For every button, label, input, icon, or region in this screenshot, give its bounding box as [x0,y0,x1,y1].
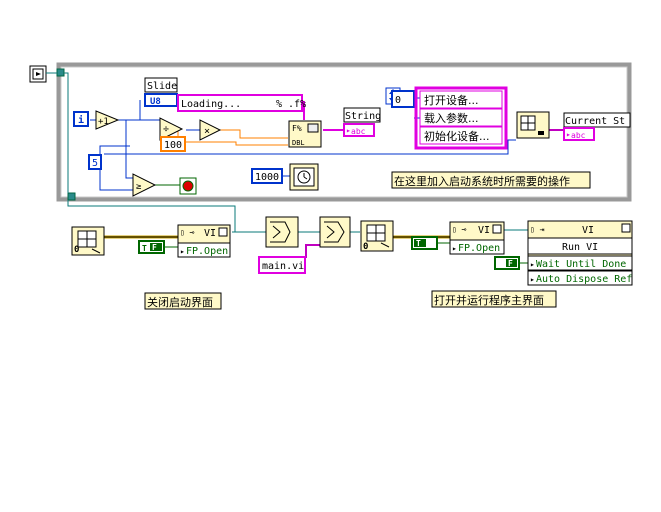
wait-ms-constant[interactable]: 1000 [251,168,283,184]
sequence-frame [56,62,632,202]
svg-text:≥: ≥ [136,182,142,192]
stop-terminal[interactable] [179,177,197,195]
svg-text:abc: abc [351,127,366,136]
increment-node[interactable]: +1 [95,110,120,130]
tunnel-in [56,68,65,77]
build-path-node-1[interactable] [265,216,299,248]
svg-text:U8: U8 [150,97,161,107]
svg-text:×: × [204,126,210,137]
iteration-terminal: i [73,111,89,127]
false-constant[interactable]: T F [138,240,165,254]
svg-text:String: String [345,111,381,122]
svg-text:Current St: Current St [565,116,625,127]
constant-100[interactable]: 100 [160,136,186,152]
svg-text:打开设备...: 打开设备... [424,93,479,107]
true-constant[interactable]: T [411,236,438,250]
svg-text:+1: +1 [98,117,109,127]
svg-text:载入参数...: 载入参数... [424,111,479,125]
loading-string-constant[interactable]: Loading... % .f% [177,94,306,112]
svg-text:VI: VI [478,225,490,236]
run-vi-invoke-node[interactable]: ▯ ⇥ VI Run VI ▸ Wait Until Done ▸ Auto D… [527,220,633,286]
svg-text:% .f%: % .f% [276,99,306,110]
svg-text:÷: ÷ [163,124,169,135]
divide-node[interactable]: ÷ [159,117,184,141]
svg-text:DBL: DBL [292,139,305,147]
svg-text:0: 0 [74,245,79,255]
svg-text:T: T [416,239,421,248]
current-status-indicator: Current St ▸ abc [563,112,631,141]
svg-text:5: 5 [92,158,98,169]
svg-text:F%: F% [292,124,302,133]
svg-text:▸: ▸ [346,126,351,135]
open-vi-ref-icon[interactable]: 0 [360,220,394,252]
slide-control[interactable]: Slide U8 [144,77,178,107]
svg-text:Wait Until Done: Wait Until Done [536,259,626,270]
svg-text:Auto Dispose Ref: Auto Dispose Ref [536,274,632,285]
svg-text:i: i [78,114,84,126]
svg-text:0: 0 [395,95,401,106]
vi-reference-icon[interactable] [29,65,47,83]
svg-text:F: F [152,243,157,252]
svg-text:▸: ▸ [530,275,535,284]
tunnel-out [67,192,76,201]
false-constant-run[interactable]: F [494,256,520,270]
index-array-node[interactable] [516,111,550,139]
open-main-note: 打开并运行程序主界面 [431,290,557,308]
svg-text:Slide: Slide [147,81,177,92]
svg-text:FP.Open: FP.Open [458,243,500,254]
svg-text:▸: ▸ [566,130,571,139]
main-vi-path-constant[interactable]: main.vi [258,256,306,274]
multiply-node[interactable]: × [199,119,222,141]
svg-text:▸: ▸ [530,260,535,269]
svg-text:abc: abc [571,131,586,140]
svg-text:打开并运行程序主界面: 打开并运行程序主界面 [434,293,544,307]
array-constant[interactable]: 0 打开设备... 载入参数... 初始化设备... [385,86,508,150]
svg-text:▯ ⇥: ▯ ⇥ [530,225,545,234]
svg-text:T: T [142,244,147,253]
svg-text:F: F [508,259,513,268]
svg-text:关闭启动界面: 关闭启动界面 [147,295,213,309]
svg-text:0: 0 [363,242,368,252]
svg-text:▸: ▸ [452,244,457,253]
svg-text:main.vi: main.vi [262,261,304,272]
svg-text:Run VI: Run VI [562,242,598,253]
svg-text:▯ ⊸: ▯ ⊸ [180,228,195,237]
close-panel-property-node[interactable]: ▯ ⊸ VI ▸ FP.Open [177,224,231,258]
string-indicator: String ▸ abc [343,107,381,137]
svg-text:VI: VI [204,228,216,239]
svg-text:FP.Open: FP.Open [186,246,228,257]
svg-text:Loading...: Loading... [181,99,241,110]
boot-note: 在这里加入启动系统时所需要的操作 [391,171,591,189]
svg-text:▯ ⊸: ▯ ⊸ [452,225,467,234]
build-path-node-2[interactable] [319,216,351,248]
svg-text:1000: 1000 [255,172,279,183]
svg-text:▸: ▸ [180,247,185,256]
open-panel-property-node[interactable]: ▯ ⊸ VI ▸ FP.Open [449,221,505,255]
loop-count-constant[interactable]: 5 [88,154,102,170]
close-splash-note: 关闭启动界面 [144,292,222,310]
wait-clock-icon[interactable] [289,163,319,191]
svg-text:100: 100 [164,140,182,151]
svg-text:在这里加入启动系统时所需要的操作: 在这里加入启动系统时所需要的操作 [394,174,570,188]
svg-text:VI: VI [582,225,594,236]
close-panel-ref-icon[interactable]: 0 [71,226,105,256]
format-into-string-node[interactable]: F% DBL [288,120,322,148]
compare-node[interactable]: ≥ [132,173,157,197]
svg-text:初始化设备...: 初始化设备... [424,129,490,143]
